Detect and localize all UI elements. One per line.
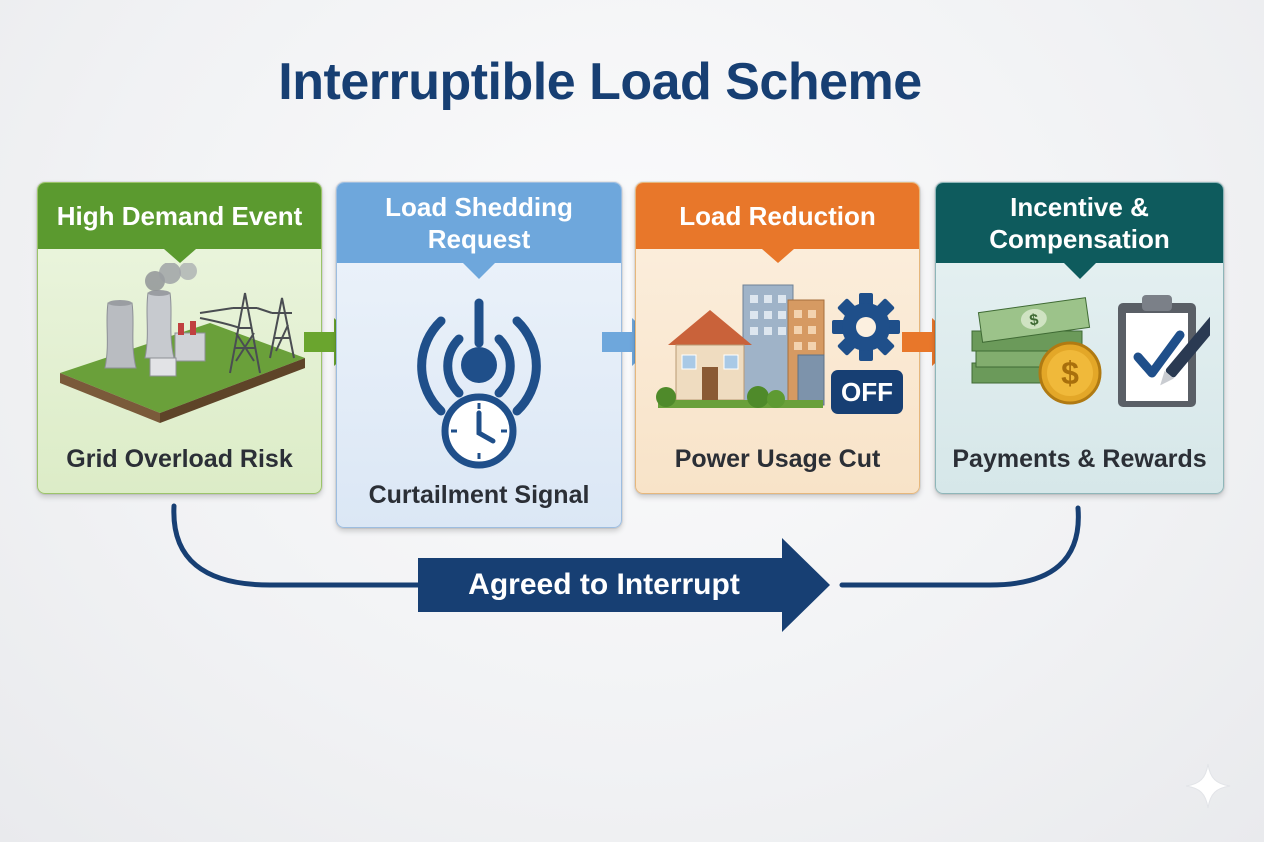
step-incentive-compensation: Incentive & Compensation $ $ [935, 182, 1224, 494]
money-checklist-icon: $ $ [936, 283, 1223, 413]
step-load-reduction: Load Reduction [635, 182, 920, 494]
svg-text:$: $ [1061, 355, 1079, 391]
power-signal-clock-icon [337, 291, 621, 471]
step-caption: Grid Overload Risk [66, 445, 293, 473]
step-caption: Payments & Rewards [952, 445, 1207, 473]
buildings-gear-off-icon: OFF [636, 275, 919, 425]
diagram-title: Interruptible Load Scheme [278, 53, 922, 111]
step-heading: High Demand Event [38, 183, 321, 249]
step-caption: Curtailment Signal [368, 481, 590, 509]
off-badge: OFF [841, 377, 893, 407]
step-heading: Load Reduction [636, 183, 919, 249]
step-heading: Load Shedding Request [337, 183, 621, 263]
power-plant-icon [38, 263, 321, 423]
svg-text:$: $ [1028, 311, 1039, 329]
sparkle-icon [1185, 763, 1231, 809]
step-caption: Power Usage Cut [674, 445, 881, 473]
step-heading: Incentive & Compensation [936, 183, 1223, 263]
step-load-shedding-request: Load Shedding Request Curtailment Signal [336, 182, 622, 528]
step-high-demand-event: High Demand Event [37, 182, 322, 494]
